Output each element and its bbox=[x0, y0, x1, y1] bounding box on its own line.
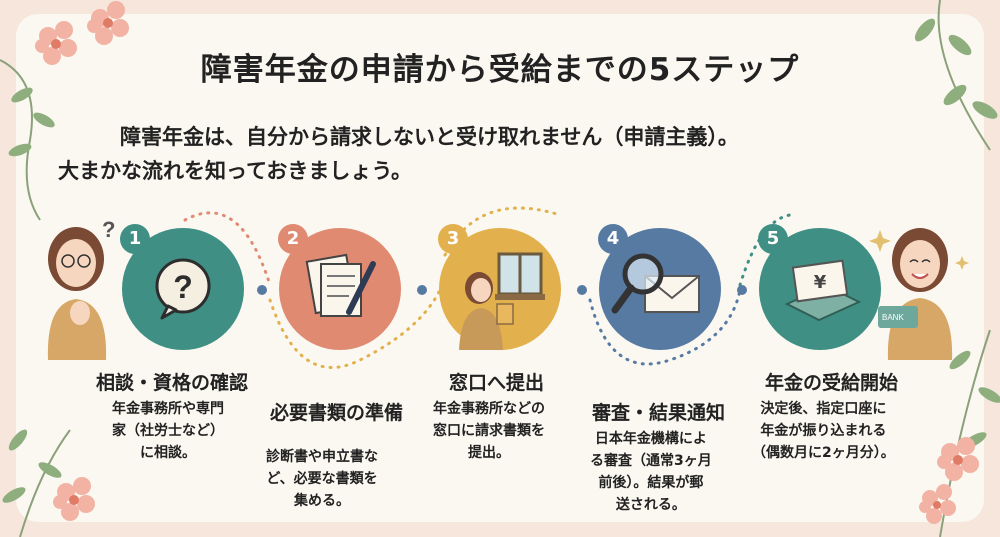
step-3-description: 年金事務所などの 窓口に請求書類を 提出。 bbox=[433, 401, 545, 461]
documents-pen-icon bbox=[305, 253, 376, 317]
step-5-title: 年金の受給開始 bbox=[765, 372, 899, 394]
sparkle-icon bbox=[955, 256, 969, 270]
intro-line-2: 大まかな流れを知っておきましょう。 bbox=[58, 159, 413, 183]
flower-icon bbox=[53, 477, 95, 521]
magnifier-envelope-icon bbox=[611, 253, 700, 314]
bankbook-icon bbox=[878, 306, 918, 328]
step-4-number: 4 bbox=[598, 224, 628, 254]
step-4-description: 日本年金機構によ る審査（通常3ヶ月 前後）。結果が郵 送される。 bbox=[590, 431, 712, 513]
page-title: 障害年金の申請から受給までの5ステップ bbox=[200, 52, 800, 88]
step-5-number: 5 bbox=[758, 224, 788, 254]
question-mark-text: ? bbox=[102, 217, 115, 242]
step-1-number: 1 bbox=[120, 224, 150, 254]
flower-icon bbox=[919, 484, 956, 524]
sparkle-icon bbox=[869, 230, 891, 252]
step-3-title: 窓口へ提出 bbox=[449, 372, 545, 394]
step-4-title: 審査・結果通知 bbox=[592, 402, 726, 424]
flower-icon bbox=[35, 21, 77, 65]
smiling-woman-icon: BANK bbox=[878, 228, 953, 360]
bankbook-label: BANK bbox=[882, 313, 904, 322]
step-3-number: 3 bbox=[438, 224, 468, 254]
flower-icon bbox=[87, 1, 129, 45]
step-5-description: 決定後、指定口座に 年金が振り込まれる （偶数月に2ヶ月分）。 bbox=[752, 401, 895, 461]
question-bubble-icon: ? bbox=[155, 258, 211, 320]
step-2-number: 2 bbox=[278, 224, 308, 254]
bankbook-yen-icon: ¥ bbox=[784, 259, 862, 322]
question-mark-text: ? bbox=[173, 269, 193, 305]
step-1-description: 年金事務所や専門 家（社労士など） に相談。 bbox=[112, 401, 224, 461]
thinking-woman-icon: ? bbox=[47, 217, 115, 360]
flower-icon bbox=[937, 437, 979, 481]
svg-text:¥: ¥ bbox=[814, 272, 827, 293]
step-1-title: 相談・資格の確認 bbox=[96, 372, 249, 394]
step-2-description: 診断書や申立書な ど、必要な書類を 集める。 bbox=[266, 449, 378, 509]
woman-at-window-icon bbox=[459, 252, 545, 350]
intro-line-1: 障害年金は、自分から請求しないと受け取れません（申請主義）。 bbox=[120, 125, 739, 149]
step-2-title: 必要書類の準備 bbox=[270, 402, 404, 424]
